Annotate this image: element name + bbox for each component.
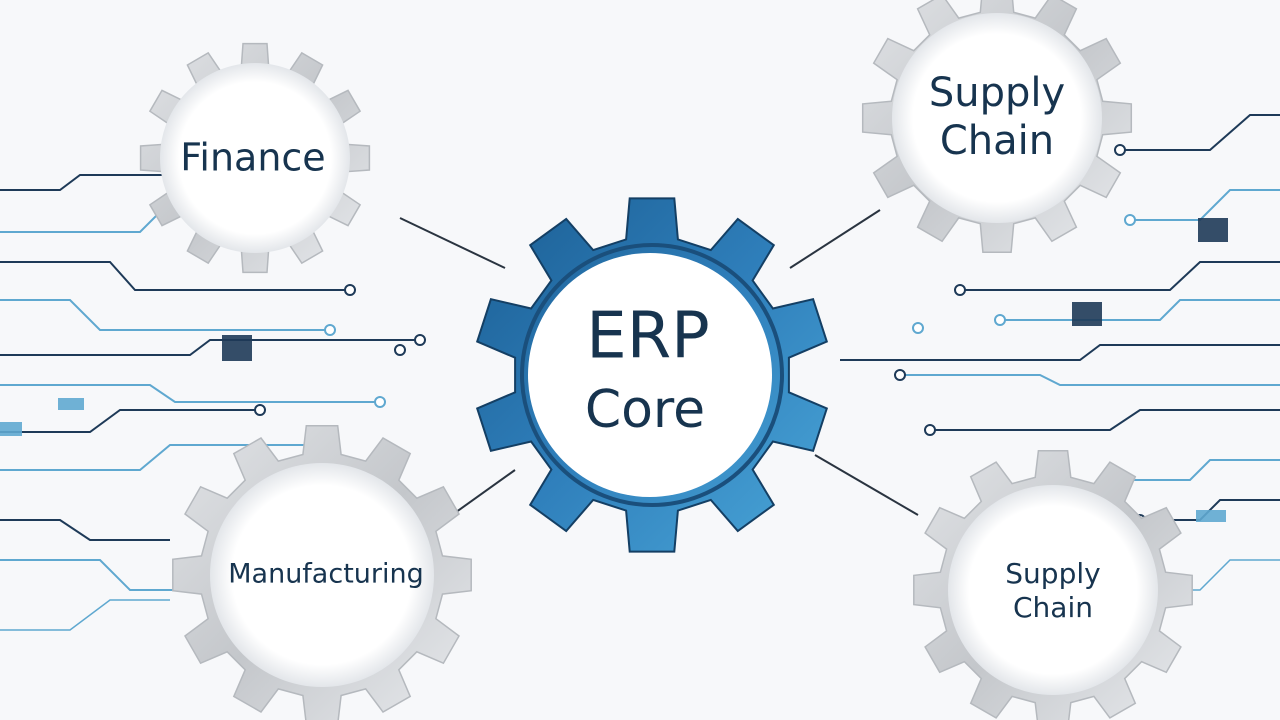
gear-supply-chain-bottom-center bbox=[948, 485, 1158, 695]
circuit-trace bbox=[1000, 299, 1280, 321]
circuit-node bbox=[1124, 214, 1136, 226]
circuit-chip bbox=[58, 398, 84, 410]
circuit-node bbox=[894, 369, 906, 381]
circuit-chip bbox=[1198, 218, 1228, 242]
gear-manufacturing-center bbox=[210, 463, 434, 687]
circuit-trace bbox=[0, 599, 170, 631]
gear-supply-chain-bottom: Supply Chain bbox=[913, 450, 1193, 720]
circuit-trace bbox=[0, 384, 380, 403]
gear-erp-core: ERP Core bbox=[475, 197, 829, 553]
circuit-trace bbox=[1110, 459, 1280, 481]
gear-erp-core-center bbox=[528, 253, 772, 497]
connector-supply-chain-bottom bbox=[814, 454, 919, 516]
gear-finance-center bbox=[160, 63, 350, 253]
circuit-trace bbox=[0, 299, 330, 331]
erp-core-label-line1: ERP bbox=[586, 300, 710, 374]
gear-finance: Finance bbox=[139, 42, 371, 274]
circuit-trace bbox=[960, 261, 1280, 291]
circuit-trace bbox=[900, 374, 1280, 386]
gear-supply-chain-top: Supply Chain bbox=[861, 0, 1133, 254]
circuit-node bbox=[954, 284, 966, 296]
circuit-node bbox=[324, 324, 336, 336]
supply-chain-top-label-line1: Supply bbox=[929, 70, 1065, 116]
circuit-trace bbox=[1120, 114, 1280, 151]
circuit-trace bbox=[0, 559, 175, 591]
finance-label: Finance bbox=[180, 136, 325, 180]
circuit-node bbox=[374, 396, 386, 408]
circuit-node bbox=[924, 424, 936, 436]
connector-manufacturing bbox=[451, 469, 516, 516]
circuit-chip bbox=[0, 422, 22, 436]
circuit-trace bbox=[1130, 189, 1280, 221]
gear-manufacturing: Manufacturing bbox=[172, 425, 472, 720]
circuit-trace bbox=[1190, 559, 1280, 591]
circuit-node bbox=[994, 314, 1006, 326]
circuit-node bbox=[1114, 144, 1126, 156]
gear-supply-chain-top-center bbox=[892, 13, 1102, 223]
circuit-trace bbox=[930, 409, 1280, 431]
circuit-chip bbox=[1196, 510, 1226, 522]
circuit-node bbox=[344, 284, 356, 296]
supply-chain-top-label-line2: Chain bbox=[940, 118, 1054, 164]
circuit-node bbox=[414, 334, 426, 346]
connector-lines bbox=[399, 209, 919, 516]
circuit-trace bbox=[0, 519, 170, 541]
circuit-node bbox=[912, 322, 924, 334]
circuit-node bbox=[254, 404, 266, 416]
connector-supply-chain-top bbox=[789, 209, 881, 269]
manufacturing-label: Manufacturing bbox=[228, 559, 424, 590]
supply-chain-bottom-label-line2: Chain bbox=[1013, 591, 1093, 624]
circuit-trace bbox=[0, 339, 420, 356]
circuit-trace bbox=[0, 409, 260, 433]
circuit-node bbox=[394, 344, 406, 356]
supply-chain-bottom-label-line1: Supply bbox=[1005, 557, 1100, 590]
circuit-chip bbox=[222, 335, 252, 361]
circuit-trace bbox=[0, 261, 350, 291]
circuit-trace bbox=[840, 344, 1280, 361]
gear-erp-core-rim bbox=[520, 243, 784, 507]
connector-finance bbox=[399, 217, 506, 269]
circuit-chip bbox=[1072, 302, 1102, 326]
erp-core-label-line2: Core bbox=[585, 380, 705, 440]
